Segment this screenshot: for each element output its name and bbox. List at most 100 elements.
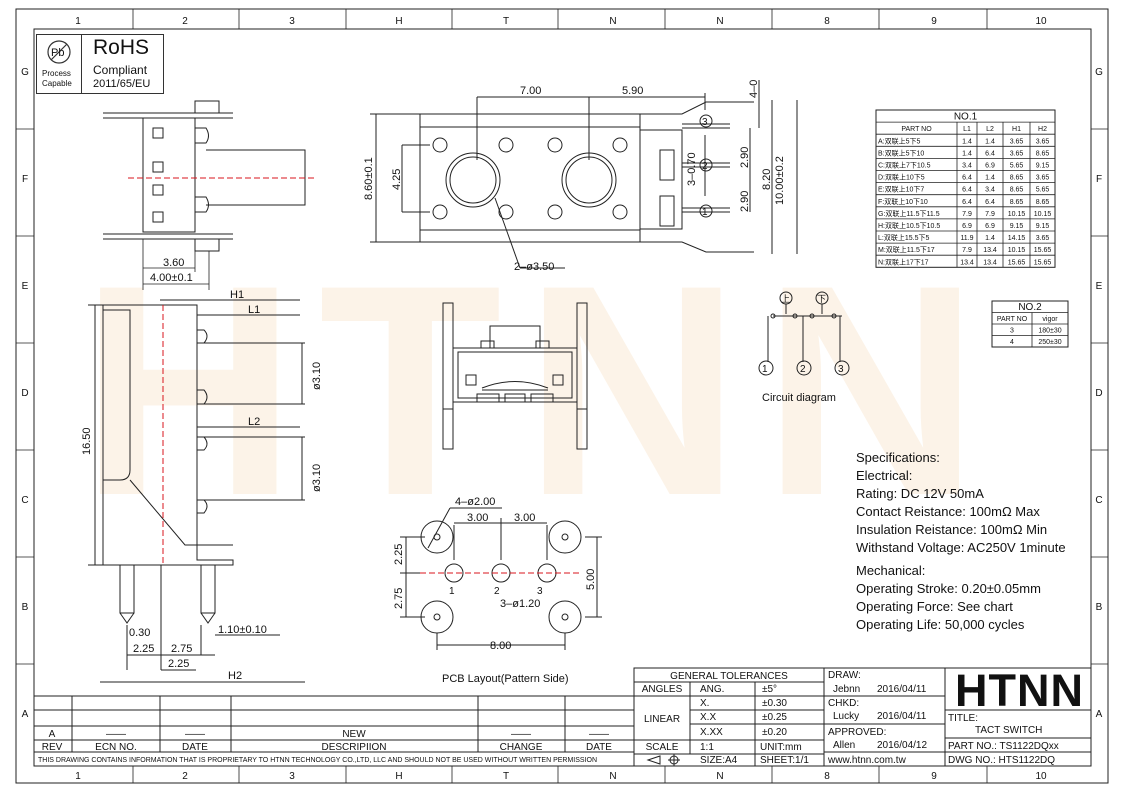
pcb-dim-4-dia-2-00: 4–ø2.00 <box>455 496 495 508</box>
border-col-label-bottom: N <box>716 771 723 782</box>
pcb-pin-3: 3 <box>537 586 543 597</box>
titleblock-date2: DATE <box>586 742 612 753</box>
border-col-label-bottom: 1 <box>75 771 81 782</box>
table1-cell: E:双联上10下7 <box>878 185 924 194</box>
table1-cell: 9.15 <box>1010 223 1024 230</box>
dim-2-25-b: 2.25 <box>168 658 189 670</box>
titleblock-rev-dash1: —— <box>106 729 126 740</box>
dim-2-dia-3-50: 2–ø3.50 <box>514 261 554 273</box>
dim-4-25: 4.25 <box>391 169 403 190</box>
dim-5-90: 5.90 <box>622 85 643 97</box>
titleblock-x2-v: ±0.25 <box>762 712 787 723</box>
table1-cell: 6.4 <box>985 150 995 157</box>
titleblock-x1-v: ±0.30 <box>762 698 787 709</box>
rohs-logo-text: Pb <box>51 47 64 59</box>
table1-cell: 6.4 <box>962 199 972 206</box>
pin-label-3: 3 <box>702 117 708 128</box>
pcb-layout <box>400 507 602 650</box>
border-col-label-top: 9 <box>931 16 937 27</box>
table1-cell: 3.65 <box>1036 175 1050 182</box>
dim-2-90-a: 2.90 <box>739 147 751 168</box>
dim-0-30: 0.30 <box>129 627 150 639</box>
table1-cell: 8.65 <box>1010 175 1024 182</box>
titleblock-scale: SCALE <box>646 742 679 753</box>
dim-4-0: 4–0 <box>748 80 760 98</box>
table1-cell: 15.65 <box>1008 259 1026 266</box>
titleblock-part-no: PART NO.: TS1122DQxx <box>948 741 1059 752</box>
titleblock-appr-name: Allen <box>833 740 855 751</box>
titleblock-rev-dash4: —— <box>589 729 609 740</box>
circuit-n3: 3 <box>838 364 844 375</box>
table1-cell: 3.4 <box>985 187 995 194</box>
table1-cell: 5.65 <box>1036 187 1050 194</box>
border-row-label-right: F <box>1096 174 1102 185</box>
border-row-label-left: D <box>21 388 28 399</box>
titleblock-linear: LINEAR <box>644 714 680 725</box>
spec-rating: Rating: DC 12V 50mA <box>856 486 984 501</box>
titleblock-ang: ANG. <box>700 684 724 695</box>
pcb-caption: PCB Layout(Pattern Side) <box>442 673 569 685</box>
dim-16-50: 16.50 <box>81 427 93 455</box>
titleblock-ang-v: ±5° <box>762 684 777 695</box>
table1-cell: 7.9 <box>962 247 972 254</box>
titleblock-scale-v: 1:1 <box>700 742 714 753</box>
table1-header: H1 <box>1012 126 1021 133</box>
table2-header: vigor <box>1042 316 1058 323</box>
table1-cell: M:双联上11.5下17 <box>878 245 935 254</box>
table1-cell: 15.65 <box>1034 247 1052 254</box>
pcb-dim-2-75: 2.75 <box>393 588 405 609</box>
table1-cell: 6.4 <box>962 187 972 194</box>
border-row-label-right: C <box>1095 495 1102 506</box>
titleblock-x3: X.XX <box>700 727 723 738</box>
rohs-badge: Pb Process Capable RoHS Compliant 2011/6… <box>36 34 164 94</box>
table2-cell: 180±30 <box>1038 328 1061 335</box>
dim-10-00: 10.00±0.2 <box>774 156 786 205</box>
border-row-label-left: A <box>22 709 29 720</box>
table1-cell: 7.9 <box>962 211 972 218</box>
dim-2-75: 2.75 <box>171 643 192 655</box>
table1-title: NO.1 <box>954 112 978 123</box>
border-col-label-top: T <box>503 16 509 27</box>
table1-header: L1 <box>963 126 971 133</box>
table1-cell: 8.65 <box>1036 199 1050 206</box>
titleblock-chkd-date: 2016/04/11 <box>877 711 927 722</box>
spec-withstand: Withstand Voltage: AC250V 1minute <box>856 540 1066 555</box>
pin-label-2: 2 <box>702 161 708 172</box>
table1-cell: 1.4 <box>962 150 972 157</box>
circuit-n2: 2 <box>800 364 806 375</box>
table1-cell: 3.65 <box>1010 150 1024 157</box>
table2-title: NO.2 <box>1018 302 1042 313</box>
border-col-label-bottom: 9 <box>931 771 937 782</box>
table1-cell: 8.65 <box>1010 187 1024 194</box>
border-col-label-top: 2 <box>182 16 188 27</box>
titleblock-sheet: SHEET:1/1 <box>760 755 809 766</box>
table1-cell: F:双联上10下10 <box>878 197 928 206</box>
titleblock-title-lbl: TITLE: <box>948 713 978 724</box>
dim-8-60: 8.60±0.1 <box>363 157 375 200</box>
border-col-label-bottom: 8 <box>824 771 830 782</box>
table1-cell: H:双联上10.5下10.5 <box>878 221 940 230</box>
dim-dia-3-10-b: ø3.10 <box>311 464 323 492</box>
spec-contact: Contact Reistance: 100mΩ Max <box>856 504 1040 519</box>
table1-cell: 6.9 <box>985 223 995 230</box>
titleblock-ecn: ECN NO. <box>95 742 137 753</box>
pcb-dim-3-00-a: 3.00 <box>467 512 488 524</box>
border-col-label-top: N <box>716 16 723 27</box>
table1-cell: 5.65 <box>1010 163 1024 170</box>
titleblock-chkd: CHKD: <box>828 698 859 709</box>
border-row-label-right: G <box>1095 67 1103 78</box>
table1-cell: 1.4 <box>962 138 972 145</box>
table1-cell: N:双联上17下17 <box>878 257 929 266</box>
table1-cell: 15.65 <box>1034 259 1052 266</box>
pcb-pin-1: 1 <box>449 586 455 597</box>
border-row-label-left: G <box>21 67 29 78</box>
table1-cell: 10.15 <box>1008 211 1026 218</box>
table2-header: PART NO <box>997 316 1028 323</box>
spec-stroke: Operating Stroke: 0.20±0.05mm <box>856 581 1041 596</box>
border-col-label-top: 8 <box>824 16 830 27</box>
inner-frame <box>33 28 1092 767</box>
dim-l1: L1 <box>248 304 260 316</box>
dim-h2: H2 <box>228 670 242 682</box>
table1-cell: 6.9 <box>962 223 972 230</box>
rohs-compliant: Compliant <box>93 63 148 77</box>
